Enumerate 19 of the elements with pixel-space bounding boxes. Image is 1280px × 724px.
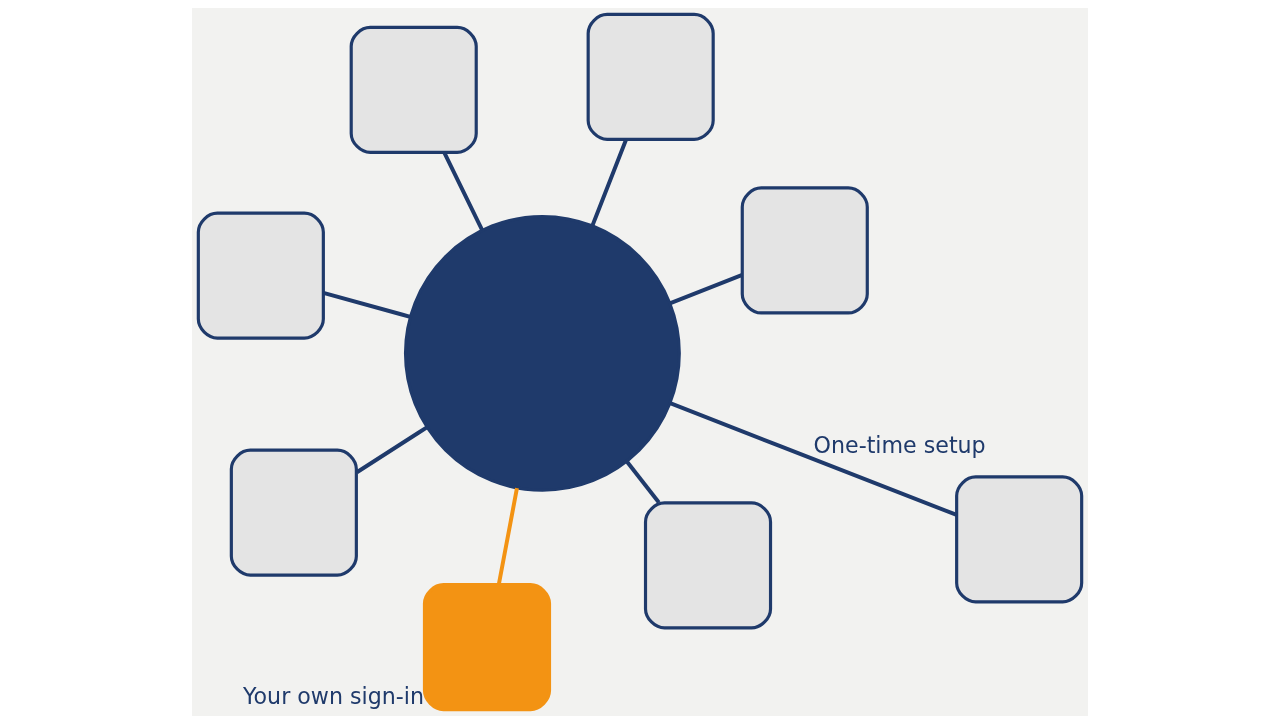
connector (442, 151, 484, 231)
connector (322, 291, 411, 319)
connector (355, 425, 428, 474)
connector (496, 487, 519, 585)
connector (669, 401, 958, 517)
node-box (349, 25, 478, 154)
node-box (643, 501, 773, 630)
node-box (196, 211, 325, 340)
node-box (586, 12, 715, 141)
node-label: Your own sign-in (242, 682, 424, 709)
edge-label: One-time setup (813, 432, 986, 459)
node-box (422, 583, 552, 712)
node-circle (403, 214, 681, 492)
node-box (740, 186, 869, 315)
node-box (955, 475, 1084, 604)
connector (669, 273, 743, 305)
connector (625, 460, 661, 504)
connector (590, 139, 628, 227)
node-box (229, 448, 358, 577)
